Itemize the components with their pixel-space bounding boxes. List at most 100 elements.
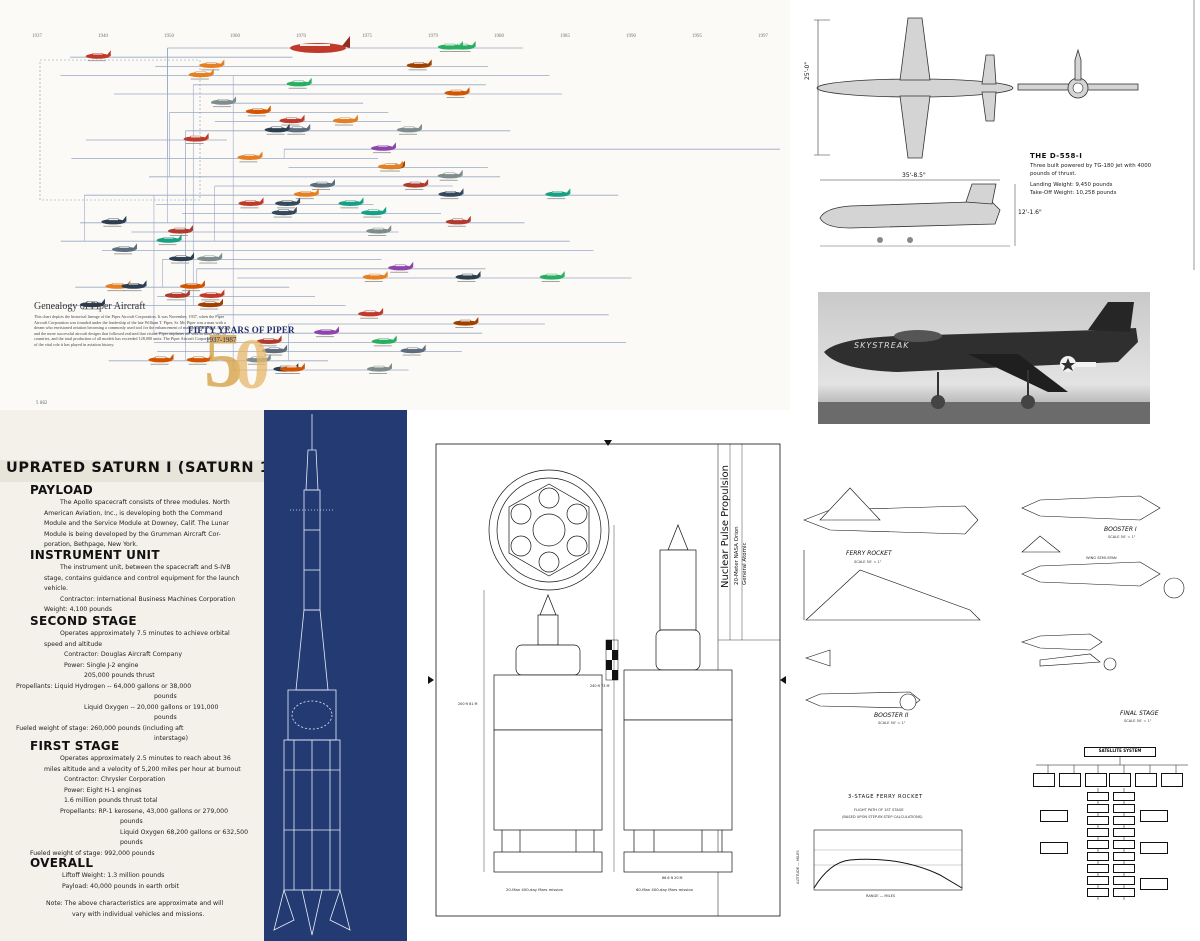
org-box <box>1059 773 1081 787</box>
overall-text: Liftoff Weight: 1.3 million pounds Paylo… <box>62 872 179 890</box>
aircraft-label-mark <box>402 354 421 356</box>
aircraft-label-mark <box>200 308 219 310</box>
year-tick: 1975 <box>362 34 372 39</box>
aircraft-label-mark <box>188 363 207 365</box>
aircraft-icon <box>366 225 392 234</box>
aircraft-icon <box>361 206 387 216</box>
final-stage-scale: SCALE 50' = 1" <box>1124 719 1152 723</box>
saturn-rocket-diagram <box>273 414 351 936</box>
aircraft-label-mark <box>541 281 560 282</box>
aircraft-icon <box>121 280 147 289</box>
aircraft-icon <box>455 271 481 280</box>
org-box <box>1109 773 1131 787</box>
booster1-scale: SCALE 50' = 1" <box>1108 535 1136 539</box>
aircraft-icon <box>156 234 182 243</box>
org-box <box>1140 878 1168 890</box>
org-box <box>1113 816 1135 825</box>
svg-text:0: 0 <box>234 324 270 396</box>
final-stage-label: FINAL STAGE <box>1120 710 1159 717</box>
aircraft-icon <box>179 280 205 289</box>
aircraft-icon <box>444 87 470 96</box>
org-box <box>1140 810 1168 822</box>
d558-line1: Three built powered by TG-180 jet with 4… <box>1030 163 1152 169</box>
year-tick: 1970 <box>296 34 306 39</box>
aircraft-label-mark <box>363 216 382 218</box>
aircraft-icon <box>377 160 403 170</box>
aircraft-icon <box>169 252 195 262</box>
d558-photo-lettering: SKYSTREAK <box>854 341 910 350</box>
booster2-label: BOOSTER II <box>874 712 909 719</box>
d558-photo <box>818 292 1150 424</box>
aircraft-label-mark <box>440 198 459 200</box>
year-tick: 1995 <box>692 34 702 39</box>
aircraft-icon <box>167 225 193 234</box>
d558-panel: 25'-0" 35'-8.5" 12'-1.6" THE D-558-I Thr… <box>790 0 1200 440</box>
org-box <box>1087 804 1109 813</box>
aircraft-icon <box>112 243 138 252</box>
aircraft-label-mark <box>390 271 409 273</box>
aircraft-label-mark <box>360 317 379 319</box>
org-box <box>1033 773 1055 787</box>
org-box <box>1087 888 1109 897</box>
aircraft-label-mark <box>312 189 331 190</box>
aircraft-label-mark <box>190 78 209 80</box>
aircraft-label-mark <box>266 133 285 135</box>
aircraft-label-mark <box>158 244 177 246</box>
piper-description: This chart depicts the historical lineag… <box>34 314 232 347</box>
nuke-left-height: 200 ft 61 M <box>458 702 478 706</box>
aircraft-icon <box>366 363 392 372</box>
aircraft-icon <box>438 188 464 197</box>
aircraft-icon <box>293 188 319 197</box>
aircraft-label-mark <box>185 143 204 144</box>
aircraft-icon <box>370 142 396 151</box>
aircraft-label-mark <box>408 69 427 71</box>
aircraft-icon <box>245 353 271 363</box>
year-tick: 1985 <box>560 34 570 39</box>
aircraft-icon <box>237 151 263 160</box>
aircraft-icon <box>188 68 214 78</box>
nuclear-pulse-panel: Nuclear Pulse Propulsion 20-Meter NASA O… <box>424 440 790 920</box>
org-box <box>1087 828 1109 837</box>
nuke-title: Nuclear Pulse Propulsion <box>720 465 731 588</box>
aircraft-icon <box>264 123 290 133</box>
section-first-stage: FIRST STAGE <box>30 739 120 753</box>
org-box <box>1113 864 1135 873</box>
ferry-scale: SCALE 50' = 1" <box>854 560 882 564</box>
org-box <box>1113 840 1135 849</box>
d558-landing: Landing Weight: 9,450 pounds <box>1030 182 1113 188</box>
org-satellite-system: SATELLITE SYSTEM <box>1084 747 1156 757</box>
aircraft-label-mark <box>169 235 188 236</box>
org-box <box>1113 792 1135 801</box>
nuke-width: 66.6 ft 20 M <box>662 876 683 880</box>
org-box <box>1040 810 1068 822</box>
ferry-chart-xlabel: RANGE — MILES <box>866 894 896 898</box>
aircraft-icon <box>279 363 305 372</box>
aircraft-icon <box>358 307 384 317</box>
year-tick: 1979 <box>428 34 438 39</box>
aircraft-label-mark <box>114 253 133 255</box>
aircraft-icon <box>396 123 422 133</box>
org-box <box>1087 792 1109 801</box>
nuke-subtitle-2: General Atomic <box>742 542 748 585</box>
ferry-rocket-panel: FERRY ROCKET SCALE 50' = 1" BOOSTER I SC… <box>790 470 1200 941</box>
fifty-years-text: FIFTY YEARS OF PIPER <box>188 325 295 335</box>
aircraft-icon <box>539 271 565 280</box>
d558-height-dim: 12'-1.6" <box>1018 209 1042 216</box>
nuke-right-height: 240 ft 73 M <box>590 684 610 688</box>
d558-plan-view <box>814 0 1195 270</box>
aircraft-icon <box>279 114 305 124</box>
aircraft-label-mark <box>316 336 335 338</box>
aircraft-label-mark <box>287 133 306 135</box>
year-tick: 1980 <box>494 34 504 39</box>
aircraft-icon <box>371 335 397 344</box>
aircraft-label-mark <box>107 290 126 292</box>
aircraft-icon <box>286 77 312 87</box>
aircraft-label-mark <box>439 179 458 181</box>
aircraft-icon <box>148 353 174 363</box>
nuke-subtitle-1: 20-Meter NASA Orion <box>734 526 740 585</box>
aircraft-label-mark <box>103 225 122 227</box>
aircraft-icon <box>245 105 271 114</box>
aircraft-icon <box>403 179 429 188</box>
ferry-label: FERRY ROCKET <box>846 550 892 557</box>
aircraft-label-mark <box>81 308 100 310</box>
